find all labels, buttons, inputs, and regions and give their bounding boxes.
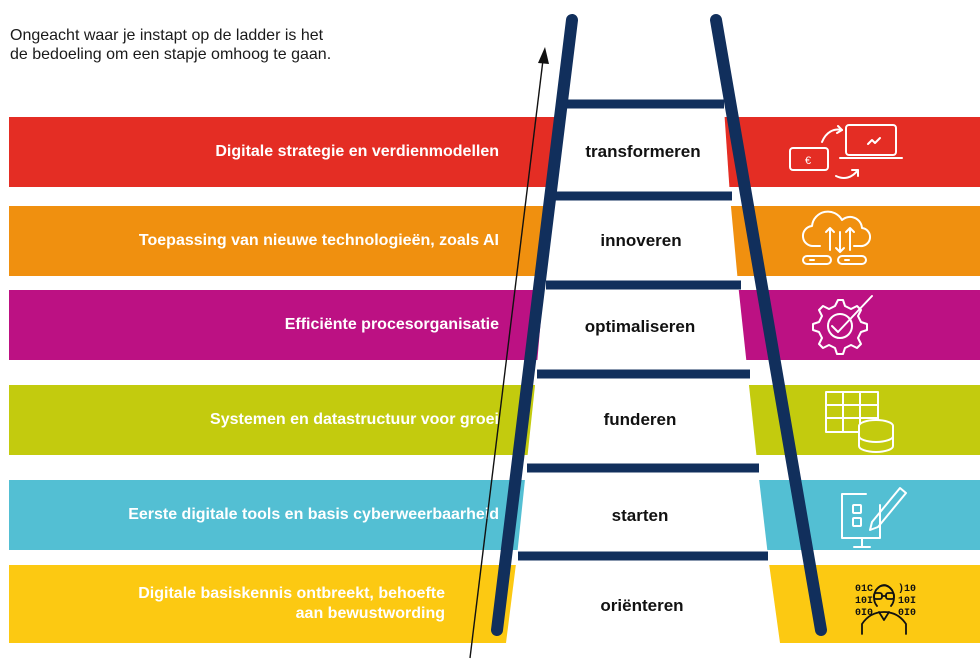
- ladder-interior: [506, 108, 780, 643]
- rung-label-starten: starten: [611, 506, 669, 525]
- band-optimaliseren: Efficiënte procesorganisatie: [9, 290, 980, 360]
- intro-text: Ongeacht waar je instapt op de ladder is…: [10, 26, 430, 64]
- money-laptop-exchange-icon: €: [789, 124, 903, 179]
- rung-label-funderen: funderen: [603, 410, 677, 429]
- intro-line-1: Ongeacht waar je instapt op de ladder is…: [10, 27, 324, 44]
- svg-text:)10: )10: [898, 583, 916, 595]
- rung-label-optimaliseren: optimaliseren: [584, 317, 696, 336]
- ladder-rungs: [518, 99, 768, 561]
- svg-text:0I0: 0I0: [898, 608, 916, 619]
- monitor-pen-icon: [841, 487, 907, 548]
- rung-label-orienteren: oriënteren: [600, 596, 684, 615]
- band-label: Digitale strategie en verdienmodellen: [215, 143, 499, 160]
- band-label: Systemen en datastructuur voor groei: [210, 411, 499, 428]
- band-label: Digitale basiskennis ontbreekt, behoefte…: [9, 565, 445, 643]
- band-funderen: Systemen en datastructuur voor groei: [9, 385, 980, 455]
- svg-text:10I: 10I: [855, 596, 873, 607]
- svg-text:10I: 10I: [898, 596, 916, 607]
- band-label: Efficiënte procesorganisatie: [284, 316, 499, 333]
- svg-text:0I0: 0I0: [855, 608, 873, 619]
- svg-text:01C: 01C: [855, 584, 873, 595]
- up-arrow: [469, 47, 549, 659]
- band-label-line-1: Digitale basiskennis ontbreekt, behoefte: [138, 585, 445, 602]
- band-label-line-2: aan bewustwording: [295, 605, 445, 622]
- gear-check-icon: [812, 295, 873, 355]
- band-starten: Eerste digitale tools en basis cyberweer…: [9, 480, 980, 550]
- rung-label-innoveren: innoveren: [600, 231, 682, 250]
- svg-text:€: €: [805, 155, 811, 167]
- band-transformeren: Digitale strategie en verdienmodellen: [9, 117, 980, 187]
- grid-database-icon: [825, 391, 894, 453]
- rung-label-transformeren: transformeren: [585, 142, 701, 161]
- ladder-rails: [491, 14, 827, 636]
- person-binary-icon: 01C 10I 0I0 )10 10I 0I0: [855, 583, 916, 635]
- cloud-upload-icon: [802, 210, 871, 265]
- band-label: Toepassing van nieuwe technologieën, zoa…: [138, 232, 499, 249]
- intro-line-2: de bedoeling om een stapje omhoog te gaa…: [10, 46, 332, 63]
- band-label: Eerste digitale tools en basis cyberweer…: [128, 506, 499, 523]
